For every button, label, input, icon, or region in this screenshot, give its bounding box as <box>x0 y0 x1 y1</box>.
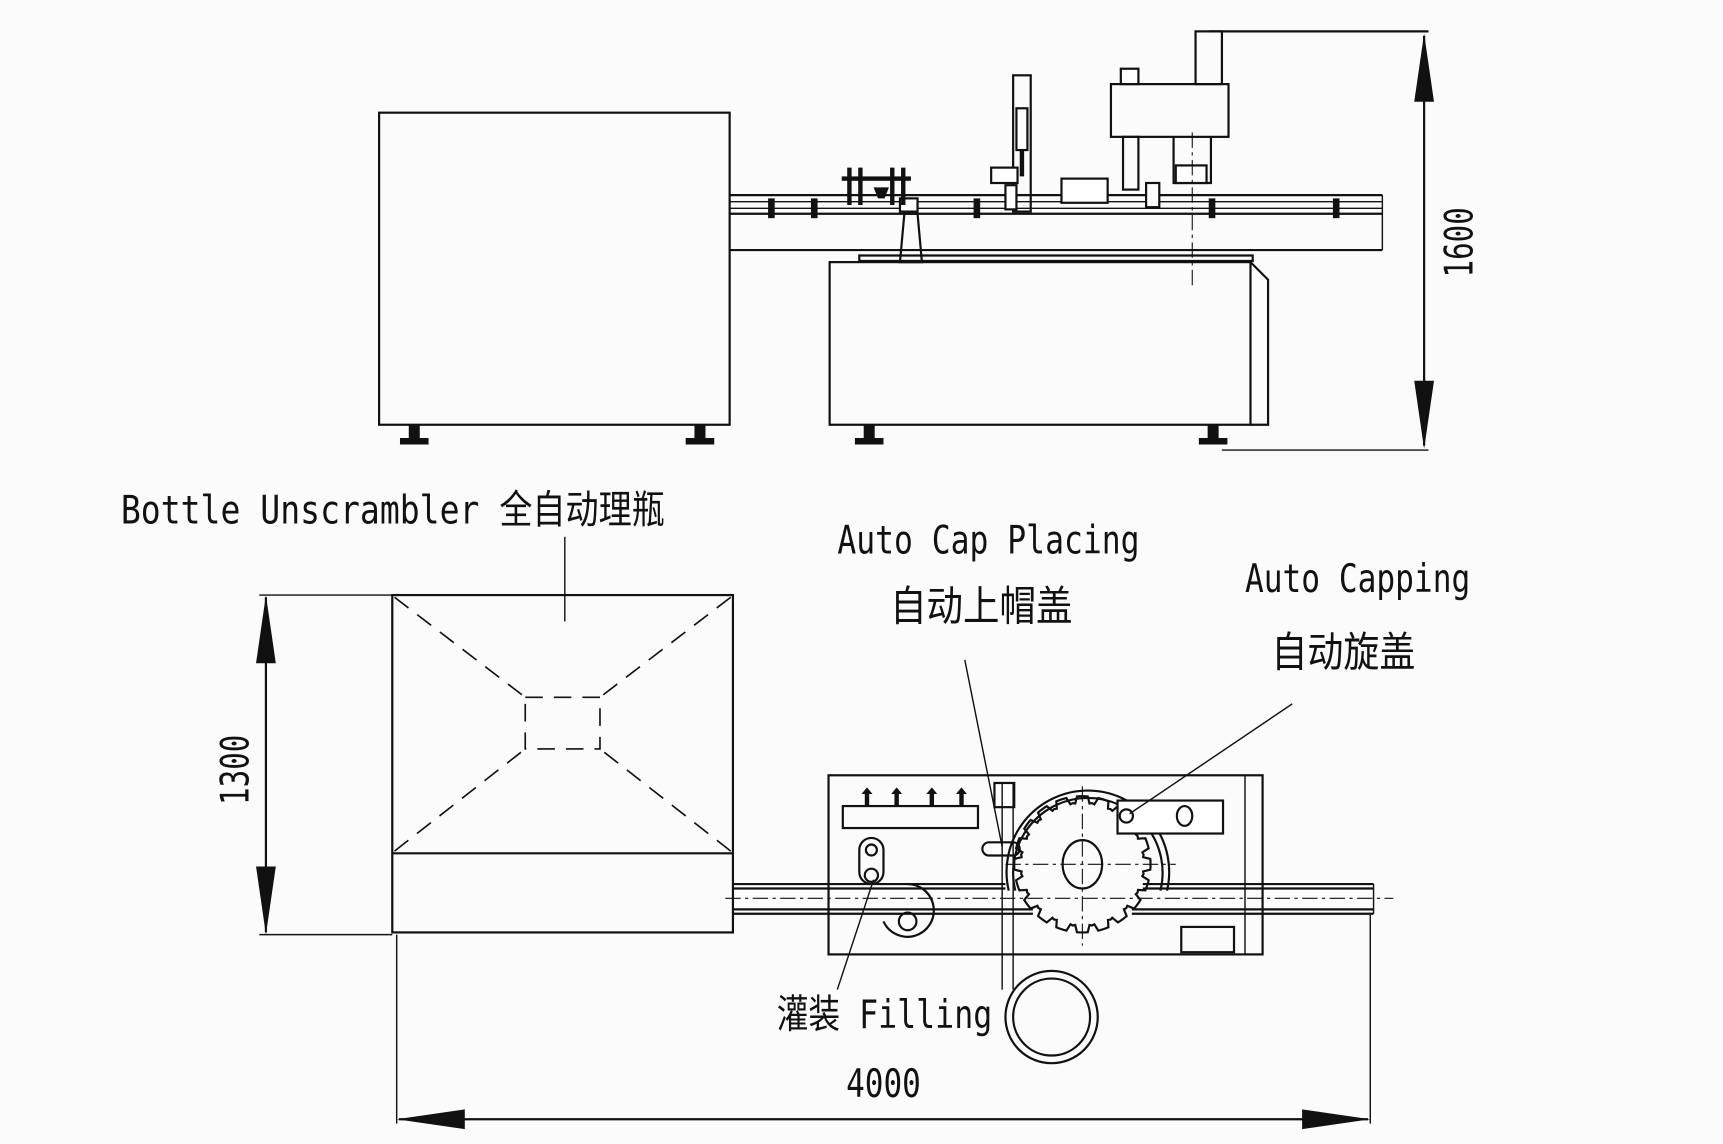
filling-label: 灌装 Filling <box>777 992 992 1038</box>
side-conveyor <box>729 193 1384 264</box>
filling-leader <box>836 879 875 990</box>
filling-nozzles <box>841 167 911 205</box>
cap-placing-label-en: Auto Cap Placing <box>837 517 1139 563</box>
capping-arm <box>1116 799 1225 835</box>
star-wheel-small <box>882 882 935 938</box>
capping-label-en: Auto Capping <box>1245 556 1470 602</box>
capping-leader <box>1129 703 1293 815</box>
unscrambler-feet <box>399 424 715 445</box>
capping-star-wheel <box>1005 786 1176 946</box>
unscrambler-label: Bottle Unscrambler 全自动理瓶 <box>121 488 665 534</box>
filling-machine-frame <box>827 774 1264 1065</box>
cap-placing-leader <box>964 659 1003 847</box>
filling-nozzle-tops <box>861 787 967 807</box>
dimension-1600-label: 1600 <box>1436 207 1482 277</box>
unscrambler-hopper <box>391 593 735 934</box>
main-machine-base <box>828 254 1270 445</box>
side-elevation-view: 1600 <box>378 30 1482 451</box>
cap-chute <box>1060 177 1109 204</box>
plan-conveyor <box>725 882 1394 915</box>
plan-view: Bottle Unscrambler 全自动理瓶 1300 <box>121 488 1470 1130</box>
cap-placing-column <box>990 74 1032 213</box>
capping-label-cn: 自动旋盖 <box>1271 628 1415 677</box>
capping-head <box>1109 30 1429 289</box>
dimension-4000: 4000 <box>395 914 1371 1130</box>
unscrambler-side-body <box>378 111 731 426</box>
cap-placing-label-cn: 自动上帽盖 <box>890 581 1072 630</box>
dimension-1300: 1300 <box>212 594 393 936</box>
cap-feeder-coil <box>1004 969 1099 1065</box>
dimension-1600: 1600 <box>1221 33 1482 451</box>
dimension-4000-label: 4000 <box>846 1061 921 1107</box>
dimension-1300-label: 1300 <box>212 735 258 805</box>
